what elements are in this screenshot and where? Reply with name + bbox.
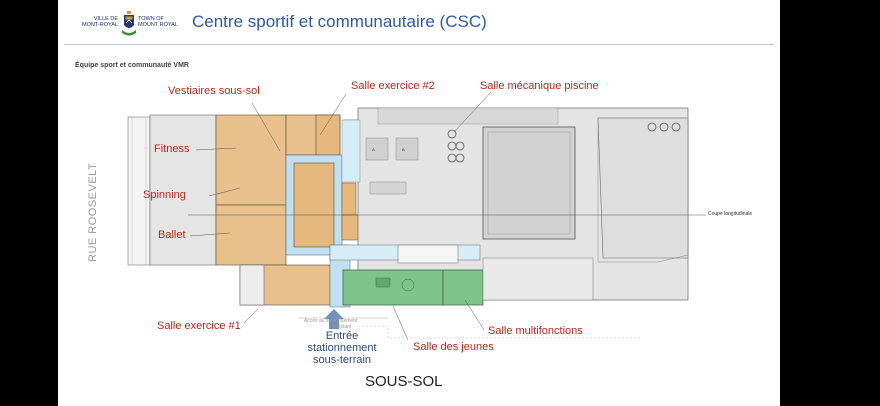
room-label-b: B bbox=[402, 147, 405, 152]
slide: VILLE DE MONT-ROYAL TOWN OF MOUNT ROYAL … bbox=[58, 0, 780, 406]
label-ballet: Ballet bbox=[158, 229, 186, 241]
crest-icon bbox=[122, 11, 136, 36]
mechanical-equipment bbox=[447, 122, 681, 163]
floor-caption: SOUS-SOL bbox=[365, 373, 443, 390]
label-spinning: Spinning bbox=[143, 189, 186, 201]
room-jeunes-circle bbox=[401, 278, 415, 292]
logo-right-line2: MOUNT ROYAL bbox=[138, 22, 178, 28]
label-fitness: Fitness bbox=[154, 143, 190, 155]
street-label: RUE ROOSEVELT bbox=[87, 162, 99, 262]
plan-north-mech bbox=[377, 107, 559, 125]
label-mecanique: Salle mécanique piscine bbox=[480, 80, 599, 92]
room-orange-a bbox=[341, 182, 357, 216]
entrance-label: Entrée stationnement sous-terrain bbox=[307, 330, 377, 366]
floor-plan bbox=[127, 91, 706, 341]
plan-stairs bbox=[341, 119, 361, 183]
label-exercice-1: Salle exercice #1 bbox=[157, 320, 241, 332]
town-logo: VILLE DE MONT-ROYAL TOWN OF MOUNT ROYAL bbox=[70, 10, 186, 44]
room-spinning bbox=[293, 162, 335, 248]
room-label-a: A bbox=[372, 147, 375, 152]
logo-left-line2: MONT-ROYAL bbox=[82, 22, 118, 28]
title-divider bbox=[64, 44, 774, 45]
plan-pool bbox=[482, 126, 576, 240]
room-ballet bbox=[215, 204, 287, 266]
room-exercice-2 bbox=[315, 114, 341, 156]
plan-pool-deck bbox=[597, 117, 689, 263]
plan-sanitary-block bbox=[397, 244, 459, 264]
room-multifonctions bbox=[442, 269, 484, 306]
room-fitness bbox=[215, 114, 287, 206]
room-jeunes-table bbox=[375, 277, 391, 288]
plan-small-room bbox=[239, 264, 265, 306]
plan-room-a-box bbox=[365, 137, 389, 161]
section-label: Coupe longitudinale bbox=[708, 211, 753, 217]
plan-east-wing bbox=[597, 117, 689, 259]
plan-long-counter bbox=[369, 181, 407, 195]
logo-right-line1: TOWN OF bbox=[138, 16, 164, 22]
page-subtitle: Équipe sport et communauté VMR bbox=[75, 62, 189, 69]
plan-room-b-box bbox=[395, 137, 419, 161]
leader-lines bbox=[189, 91, 492, 341]
room-jeunes bbox=[342, 269, 444, 306]
label-multifonctions: Salle multifonctions bbox=[488, 325, 583, 337]
entrance-arrow-icon bbox=[324, 309, 344, 329]
plan-left-block bbox=[149, 114, 217, 266]
parking-access-note: Accès au stationnement existant bbox=[304, 318, 358, 330]
plan-pool-inner bbox=[487, 131, 571, 235]
page-title: Centre sportif et communautaire (CSC) bbox=[192, 12, 487, 31]
label-vestiaires: Vestiaires sous-sol bbox=[168, 85, 260, 97]
label-jeunes: Salle des jeunes bbox=[413, 341, 494, 353]
label-exercice-2: Salle exercice #2 bbox=[351, 80, 435, 92]
plan-parking bbox=[482, 257, 594, 301]
logo-left-line1: VILLE DE bbox=[93, 16, 118, 22]
